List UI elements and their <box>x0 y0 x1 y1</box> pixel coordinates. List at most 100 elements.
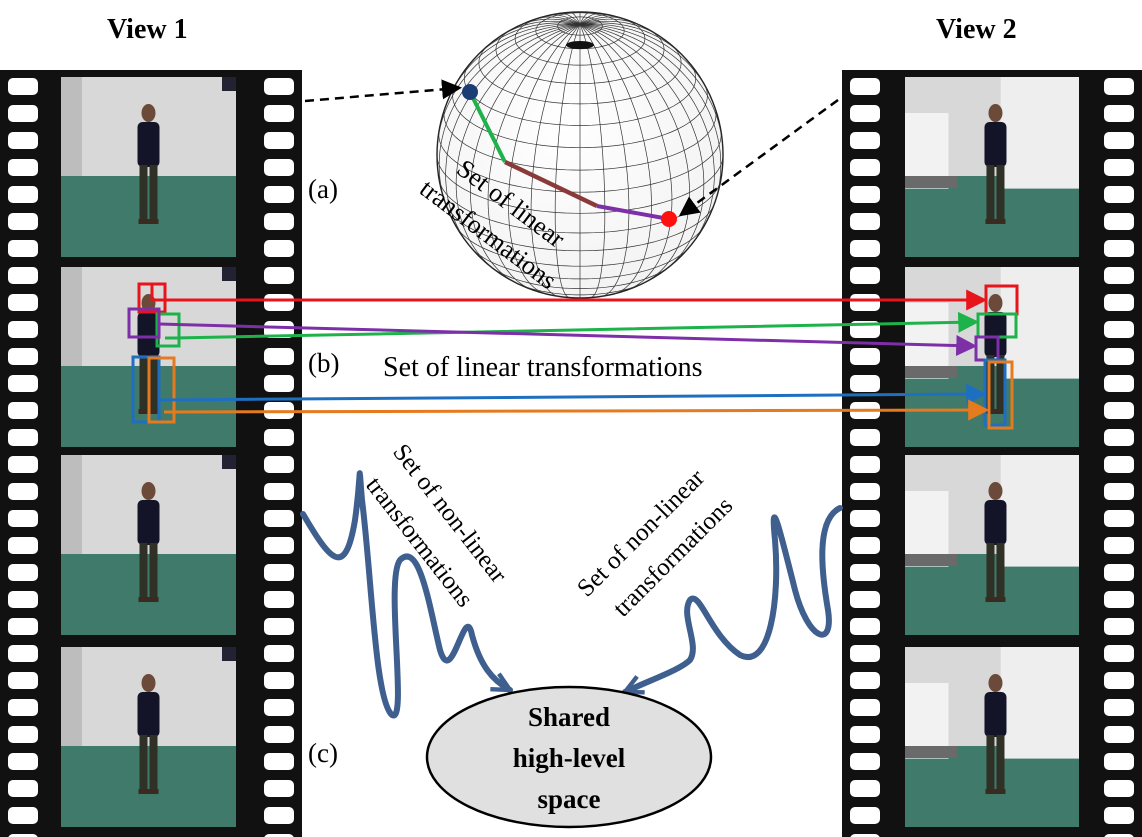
sprocket-hole <box>264 186 294 203</box>
filmstrip-view-2 <box>842 70 1142 837</box>
sprocket-hole <box>264 429 294 446</box>
video-frame-3 <box>905 455 1079 635</box>
sprocket-hole <box>8 348 38 365</box>
sprocket-hole <box>1104 267 1134 284</box>
sprocket-hole <box>850 591 880 608</box>
sprocket-hole <box>850 105 880 122</box>
sprocket-hole <box>850 132 880 149</box>
sprocket-hole <box>850 834 880 837</box>
sprocket-hole <box>850 240 880 257</box>
sprocket-hole <box>850 159 880 176</box>
sprocket-hole <box>8 780 38 797</box>
sprocket-hole <box>8 510 38 527</box>
sprocket-hole <box>1104 807 1134 824</box>
sprocket-hole <box>850 699 880 716</box>
person <box>137 482 160 602</box>
sprocket-hole <box>8 321 38 338</box>
video-frame-4 <box>905 647 1079 827</box>
box-arm-view-1 <box>127 307 161 339</box>
sprocket-hole <box>264 321 294 338</box>
sprocket-hole <box>1104 726 1134 743</box>
sprocket-hole <box>850 186 880 203</box>
sprocket-hole <box>264 645 294 662</box>
sprocket-hole <box>850 537 880 554</box>
arrow-purple <box>158 322 978 357</box>
sprocket-hole <box>850 807 880 824</box>
sprocket-hole <box>264 267 294 284</box>
arrow-orange <box>163 399 990 421</box>
arrow-green <box>165 311 980 340</box>
sprocket-hole <box>8 564 38 581</box>
sprocket-hole <box>8 132 38 149</box>
sprocket-hole <box>1104 78 1134 95</box>
sprocket-hole <box>264 483 294 500</box>
box-leg-view-1 <box>131 355 161 424</box>
sprocket-hole <box>1104 699 1134 716</box>
sprocket-hole <box>264 618 294 635</box>
sprocket-hole <box>850 78 880 95</box>
sprocket-hole <box>850 753 880 770</box>
arrow-blue <box>158 383 988 405</box>
sphere-path <box>462 84 677 227</box>
sprocket-hole <box>850 375 880 392</box>
video-frame-3 <box>61 455 236 635</box>
panel-label-c: (c) <box>308 738 338 768</box>
panel-label-a: (a) <box>308 174 338 204</box>
sprocket-hole <box>8 834 38 837</box>
sphere-path-purple <box>596 204 670 221</box>
sprocket-hole <box>8 375 38 392</box>
middle-label: Set of linear transformations <box>383 352 703 383</box>
video-frame-2 <box>905 267 1079 447</box>
sprocket-hole <box>264 240 294 257</box>
sprocket-hole <box>8 267 38 284</box>
sprocket-hole <box>850 564 880 581</box>
sprocket-hole <box>850 267 880 284</box>
sphere-path-green <box>468 91 507 163</box>
sprocket-hole <box>850 726 880 743</box>
view-2-title: View 2 <box>936 14 1017 45</box>
person <box>984 674 1007 794</box>
sprocket-hole <box>1104 753 1134 770</box>
sprocket-hole <box>1104 159 1134 176</box>
shared-space: Shared high-level space <box>425 685 713 829</box>
sprocket-hole <box>1104 348 1134 365</box>
dashed-pointer-view-2 <box>678 98 839 217</box>
sprocket-hole <box>1104 645 1134 662</box>
sprocket-hole <box>850 348 880 365</box>
sprocket-hole <box>850 429 880 446</box>
sprocket-hole <box>264 348 294 365</box>
sprocket-hole <box>1104 618 1134 635</box>
sprocket-hole <box>264 699 294 716</box>
sprocket-hole <box>264 753 294 770</box>
sprocket-hole <box>8 672 38 689</box>
sprocket-hole <box>1104 402 1134 419</box>
sprocket-hole <box>850 483 880 500</box>
sprocket-hole <box>264 213 294 230</box>
sprocket-hole <box>850 510 880 527</box>
sprocket-hole <box>1104 672 1134 689</box>
sphere-path-brown <box>504 159 598 209</box>
sprocket-hole <box>1104 456 1134 473</box>
sprocket-hole <box>1104 186 1134 203</box>
sprocket-hole <box>850 780 880 797</box>
sprocket-hole <box>8 726 38 743</box>
filmstrip-view-1 <box>0 70 302 837</box>
sprocket-hole <box>850 645 880 662</box>
sprocket-hole <box>264 807 294 824</box>
sprocket-hole <box>264 510 294 527</box>
sprocket-hole <box>8 105 38 122</box>
sphere <box>436 11 724 299</box>
sprocket-hole <box>1104 537 1134 554</box>
shared-space-line-1: Shared <box>528 702 610 732</box>
sprocket-hole <box>264 780 294 797</box>
sprocket-hole <box>1104 780 1134 797</box>
sprocket-hole <box>8 159 38 176</box>
person <box>984 104 1007 224</box>
sprocket-hole <box>264 726 294 743</box>
sprocket-hole <box>264 564 294 581</box>
sprocket-hole <box>1104 132 1134 149</box>
sprocket-hole <box>850 294 880 311</box>
video-frame-4 <box>61 647 236 827</box>
sprocket-hole <box>264 375 294 392</box>
